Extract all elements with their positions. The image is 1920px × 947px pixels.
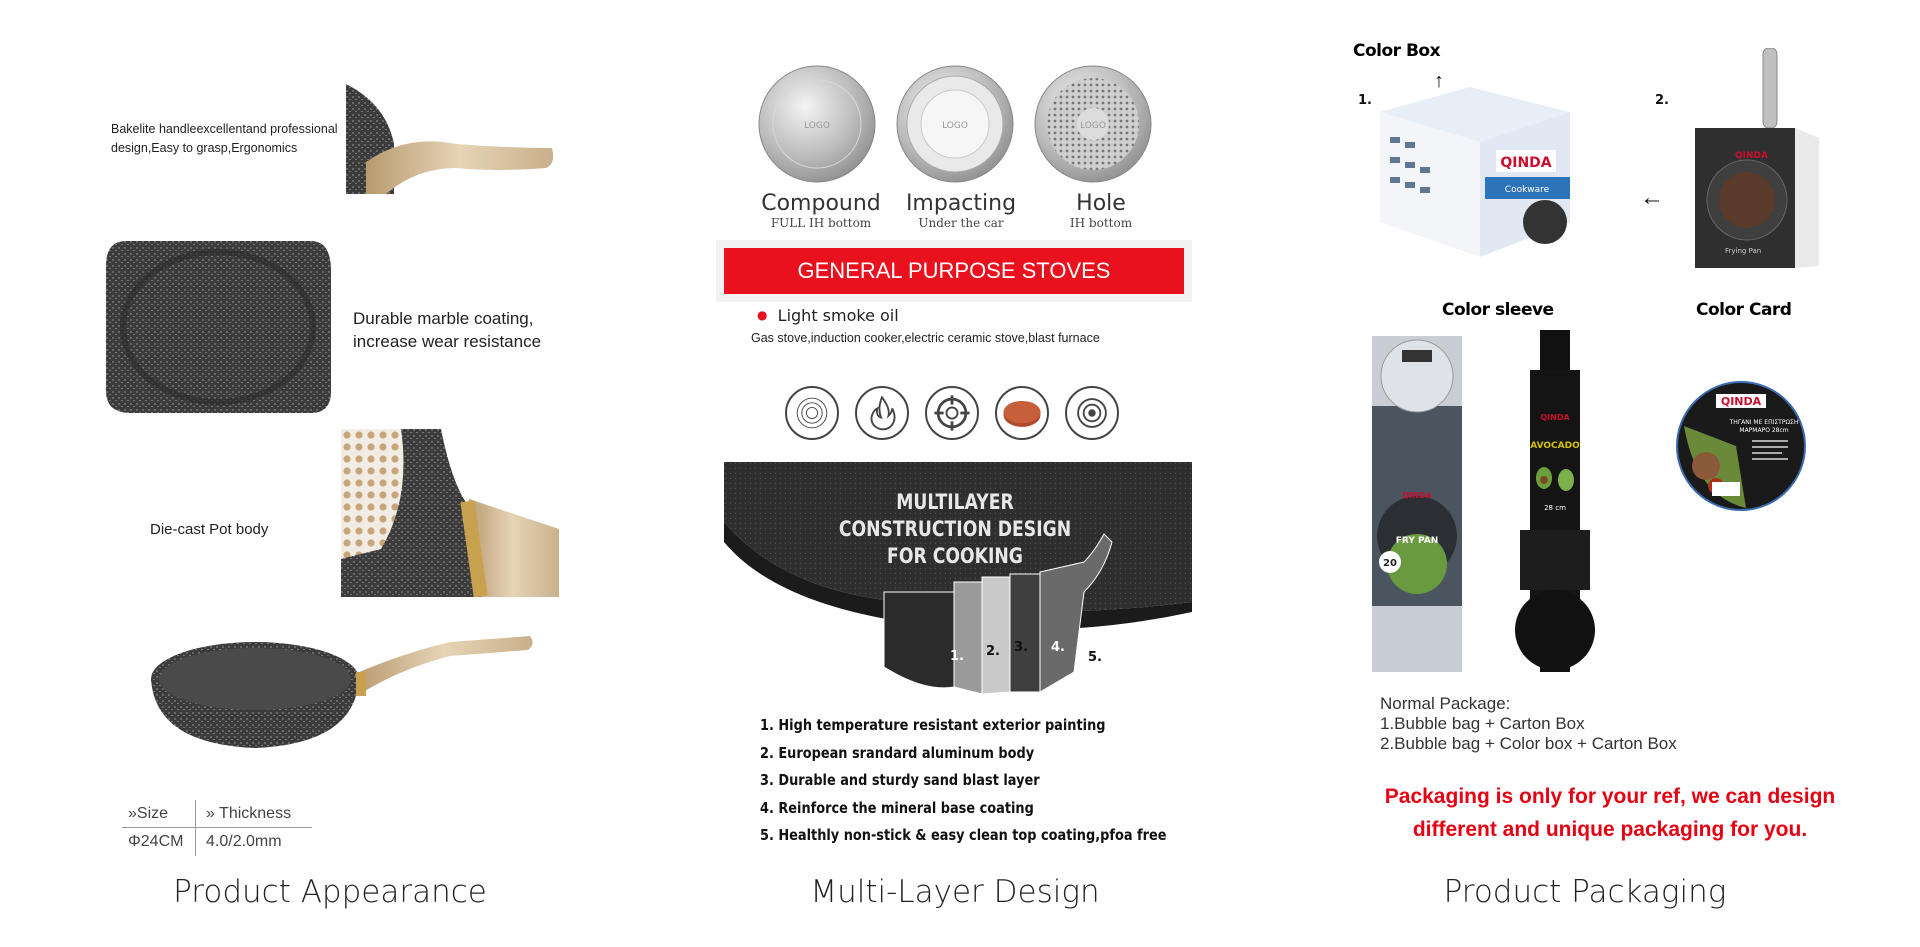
layer-marker-4: 4. <box>1051 640 1065 655</box>
normal-package-item-1: 1.Bubble bag + Carton Box <box>1380 714 1585 733</box>
bottom-compound: LOGO <box>758 64 876 189</box>
feature-coating-text: Durable marble coating, increase wear re… <box>353 309 542 351</box>
color-card-label: Color Card <box>1696 300 1792 320</box>
option-2-number: 2. <box>1655 93 1669 108</box>
layer-item-3: 3. Durable and sturdy sand blast layer <box>760 771 1040 789</box>
boxed-pan-image: QINDA Frying Pan <box>1695 48 1819 268</box>
bottom-impacting: LOGO <box>896 64 1014 189</box>
stove-types-text: Gas stove,induction cooker,electric cera… <box>751 331 1100 345</box>
card-brand: QINDA <box>1721 395 1762 408</box>
blast-burner-icon <box>1065 386 1119 440</box>
spec-size-header: »Size <box>122 800 196 827</box>
marble-coating-image <box>106 241 331 413</box>
multi-layer-design-title: Multi-Layer Design <box>810 874 1100 910</box>
oil-line: ● Light smoke oil <box>757 306 899 325</box>
pan-box-brand: QINDA <box>1735 151 1768 161</box>
color-box-image: QINDA Cookware <box>1380 87 1570 257</box>
stove-icons <box>785 386 1119 440</box>
gas-burner-icon <box>925 386 979 440</box>
bottom-name-impacting: Impacting <box>905 191 1017 216</box>
logo-placeholder: LOGO <box>804 121 830 131</box>
logo-placeholder: LOGO <box>942 121 968 131</box>
layer-item-4: 4. Reinforce the mineral base coating <box>760 798 1034 817</box>
color-sleeve-2-image: QINDA AVOCADO 28 cm <box>1515 330 1595 672</box>
bottom-name-hole: Hole <box>1076 191 1126 216</box>
layer-item-5: 5. Healthly non-stick & easy clean top c… <box>760 826 1167 844</box>
box-side-label: Cookware <box>1505 185 1550 195</box>
construction-title: MULTILAYER CONSTRUCTION DESIGN FOR COOKI… <box>838 490 1072 568</box>
frying-pan-image <box>151 636 533 748</box>
packaging-note: Packaging is only for your ref, we can d… <box>1384 785 1836 841</box>
spec-table: »Size » Thickness Φ24CM 4.0/2.0mm <box>122 800 312 856</box>
normal-package-item-2: 2.Bubble bag + Color box + Carton Box <box>1380 734 1677 753</box>
normal-package-title: Normal Package: <box>1380 694 1511 713</box>
logo-placeholder: LOGO <box>1080 121 1106 131</box>
color-card-image: QINDA ΤΗΓΑΝΙ ΜΕ ΕΠΙΣΤΡΩΣΗ ΜΑΡΜΑΡΟ 28cm <box>1676 381 1806 511</box>
color-sleeve-label: Color sleeve <box>1442 300 1554 320</box>
pan-card-text: Frying Pan <box>1725 247 1761 255</box>
die-cast-body-image <box>341 429 559 597</box>
bottom-sub-hole: IH bottom <box>1069 216 1133 230</box>
bottom-sub-impacting: Under the car <box>918 216 1004 230</box>
multilayer-construction-image: 1. 2. 3. 4. 5. <box>724 462 1192 702</box>
hole-bottom-icon: LOGO <box>1034 65 1152 183</box>
ceramic-plate-icon <box>995 386 1049 440</box>
normal-package-info: Normal Package: 1.Bubble bag + Carton Bo… <box>1380 694 1677 754</box>
card-text-1: ΤΗΓΑΝΙ ΜΕ ΕΠΙΣΤΡΩΣΗ <box>1729 419 1799 426</box>
card-text-2: ΜΑΡΜΑΡΟ 28cm <box>1739 427 1788 434</box>
option-1-number: 1. <box>1358 93 1372 108</box>
compound-bottom-icon: LOGO <box>758 65 876 183</box>
layer-marker-2: 2. <box>986 644 1000 659</box>
stoves-banner: GENERAL PURPOSE STOVES <box>724 248 1184 294</box>
bullet-dot: ● <box>757 308 768 322</box>
bottom-sub-compound: FULL IH bottom <box>770 216 872 230</box>
feature-body-text: Die-cast Pot body <box>150 521 269 538</box>
product-packaging-title: Product Packaging <box>1443 874 1727 910</box>
sleeve-2-size: 28 cm <box>1544 504 1566 512</box>
bottom-hole: LOGO <box>1034 64 1152 189</box>
spec-thickness-header: » Thickness <box>206 804 292 822</box>
spec-size-value: Φ24CM <box>122 828 196 856</box>
induction-coil-icon <box>785 386 839 440</box>
arrow-up-icon: ↑ <box>1434 70 1444 92</box>
sleeve-2-label: AVOCADO <box>1530 441 1580 451</box>
layer-stack <box>883 533 1113 695</box>
oil-text: Light smoke oil <box>777 306 899 325</box>
pan-handle-image <box>346 84 554 194</box>
box-brand-logo: QINDA <box>1500 155 1551 171</box>
color-sleeve-1-image: 20 FRY PAN QINDA <box>1372 336 1462 672</box>
layer-marker-1: 1. <box>950 649 964 664</box>
layer-item-1: 1. High temperature resistant exterior p… <box>760 716 1106 734</box>
sleeve-1-size: 20 <box>1383 558 1397 569</box>
feature-handle-text: Bakelite handleexcellentand professional… <box>111 122 338 156</box>
spec-thickness-value: 4.0/2.0mm <box>206 833 282 850</box>
layer-marker-5: 5. <box>1088 650 1102 665</box>
bottom-name-compound: Compound <box>761 191 881 216</box>
sleeve-1-label: FRY PAN <box>1396 536 1439 546</box>
flame-icon <box>855 386 909 440</box>
impacting-bottom-icon: LOGO <box>896 65 1014 183</box>
layer-marker-3: 3. <box>1014 640 1028 655</box>
arrow-left-icon: ← <box>1640 184 1664 211</box>
layer-list: 1. High temperature resistant exterior p… <box>760 712 1167 850</box>
layer-item-2: 2. European srandard aluminum body <box>760 743 1035 762</box>
bottom-types: LOGO LOGO LOGO <box>758 64 1152 189</box>
sleeve-1-brand: QINDA <box>1402 491 1432 500</box>
color-box-label: Color Box <box>1353 41 1441 61</box>
sleeve-2-brand: QINDA <box>1540 413 1570 422</box>
product-appearance-title: Product Appearance <box>173 874 487 910</box>
